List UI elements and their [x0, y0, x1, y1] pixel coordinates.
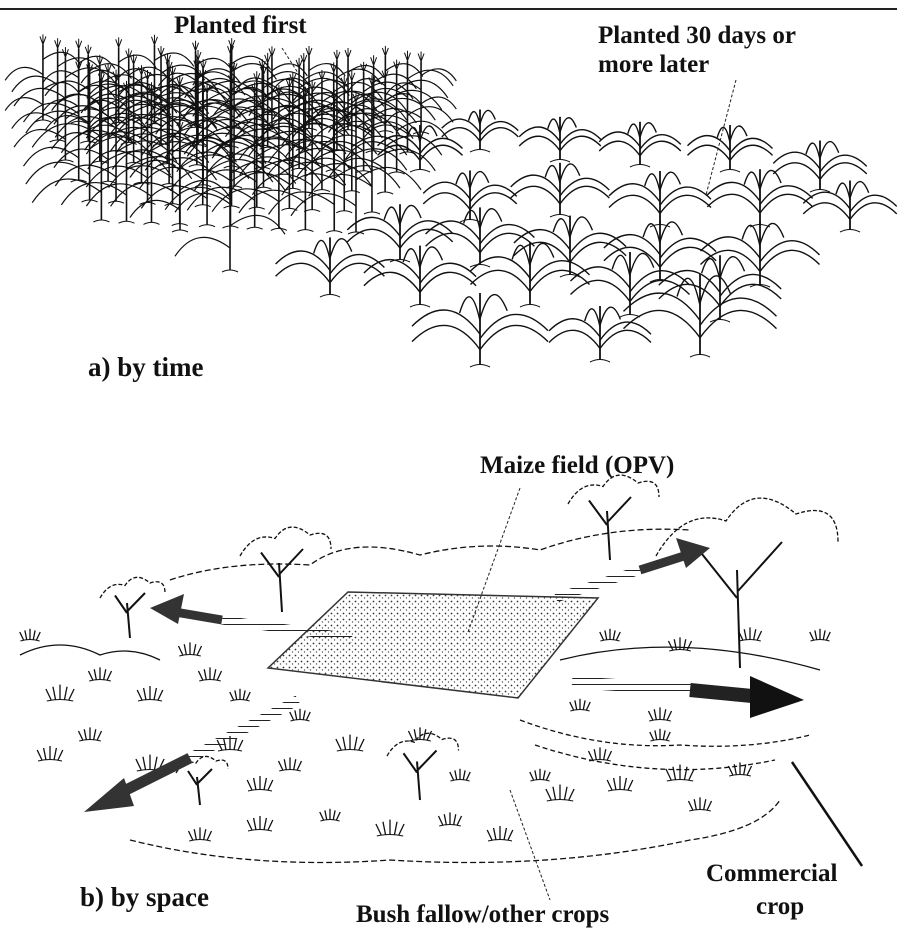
- grass-tuft: [408, 727, 431, 741]
- grass-tuft: [648, 707, 671, 721]
- young-maize-plant: [599, 122, 681, 167]
- grass-tuft: [137, 686, 163, 701]
- grass-tuft: [530, 769, 550, 781]
- panel-a-maize-illustration: [5, 34, 897, 367]
- grass-tuft: [336, 735, 364, 751]
- grass-tuft: [290, 709, 310, 721]
- grass-tuft: [278, 757, 301, 771]
- grass-tuft: [570, 699, 590, 711]
- label-planted-first: Planted first: [174, 12, 307, 40]
- tree: [656, 498, 838, 668]
- label-maize-field: Maize field (OPV): [480, 452, 674, 480]
- grass-tuft: [607, 776, 633, 791]
- grass-tuft: [178, 642, 201, 656]
- leader-line-commercial-crop: [792, 762, 862, 866]
- grass-tuft: [738, 627, 761, 641]
- tree: [568, 475, 659, 560]
- tall-maize-plant: [229, 78, 350, 211]
- young-maize-plant: [276, 237, 385, 297]
- leader-line-bush-fallow: [510, 790, 550, 900]
- tall-maize-plant: [24, 60, 134, 182]
- label-bush-fallow: Bush fallow/other crops: [356, 901, 609, 929]
- grass-tuft: [46, 685, 74, 701]
- grass-tuft: [668, 637, 691, 651]
- young-maize-plant: [364, 246, 476, 307]
- grass-tuft: [188, 827, 211, 841]
- label-planted-later-line1: Planted 30 days or: [598, 22, 796, 50]
- grass-tuft: [37, 746, 63, 761]
- young-maize-plant: [442, 110, 519, 153]
- label-commercial-line1: Commercial: [706, 860, 837, 888]
- panel-a-heading: a) by time: [88, 352, 203, 382]
- grass-tuft: [20, 629, 40, 641]
- young-maize-plant: [701, 222, 820, 287]
- label-planted-later-line2: more later: [598, 51, 709, 79]
- tall-maize-plant: [81, 37, 156, 124]
- grass-tuft: [546, 785, 574, 801]
- isolation-arrow-lowerleft: [84, 700, 298, 812]
- tree: [387, 733, 459, 800]
- young-maize-plant: [803, 181, 897, 233]
- grass-tuft: [450, 769, 470, 781]
- grass-tuft: [198, 667, 221, 681]
- grass-tuft: [320, 809, 340, 821]
- young-maize-plant: [412, 293, 548, 367]
- grass-tuft: [247, 816, 273, 831]
- grass-tuft: [688, 797, 711, 811]
- label-commercial-line2: crop: [756, 893, 804, 921]
- panel-b-heading: b) by space: [80, 882, 209, 912]
- young-maize-plant: [688, 125, 773, 172]
- grass-tuft: [88, 667, 111, 681]
- maize-field-block: [268, 592, 598, 698]
- young-maize-plant: [609, 171, 711, 227]
- tree: [240, 527, 331, 612]
- grass-tuft: [376, 820, 404, 836]
- young-maize-plant: [549, 306, 651, 362]
- grass-tuft: [666, 765, 694, 781]
- grass-tuft: [810, 629, 830, 641]
- grass-tuft: [78, 727, 101, 741]
- young-maize-plant: [519, 117, 601, 162]
- young-maize-plant: [423, 171, 517, 223]
- grass-tuft: [650, 729, 670, 741]
- young-maize-plant: [624, 274, 777, 357]
- isolation-arrow-upright: [556, 538, 710, 598]
- grass-tuft: [600, 629, 620, 641]
- grass-tuft: [487, 826, 513, 841]
- young-maize-plant: [773, 141, 867, 193]
- isolation-arrow-right: [572, 676, 804, 718]
- young-maize-plant: [571, 252, 690, 317]
- young-maize-plant: [511, 163, 610, 217]
- young-maize-plant: [659, 255, 781, 322]
- grass-tuft: [438, 812, 461, 826]
- grass-tuft: [230, 689, 250, 701]
- grass-tuft: [247, 776, 273, 791]
- young-maize-plant: [707, 169, 812, 227]
- grass-tuft: [588, 747, 611, 761]
